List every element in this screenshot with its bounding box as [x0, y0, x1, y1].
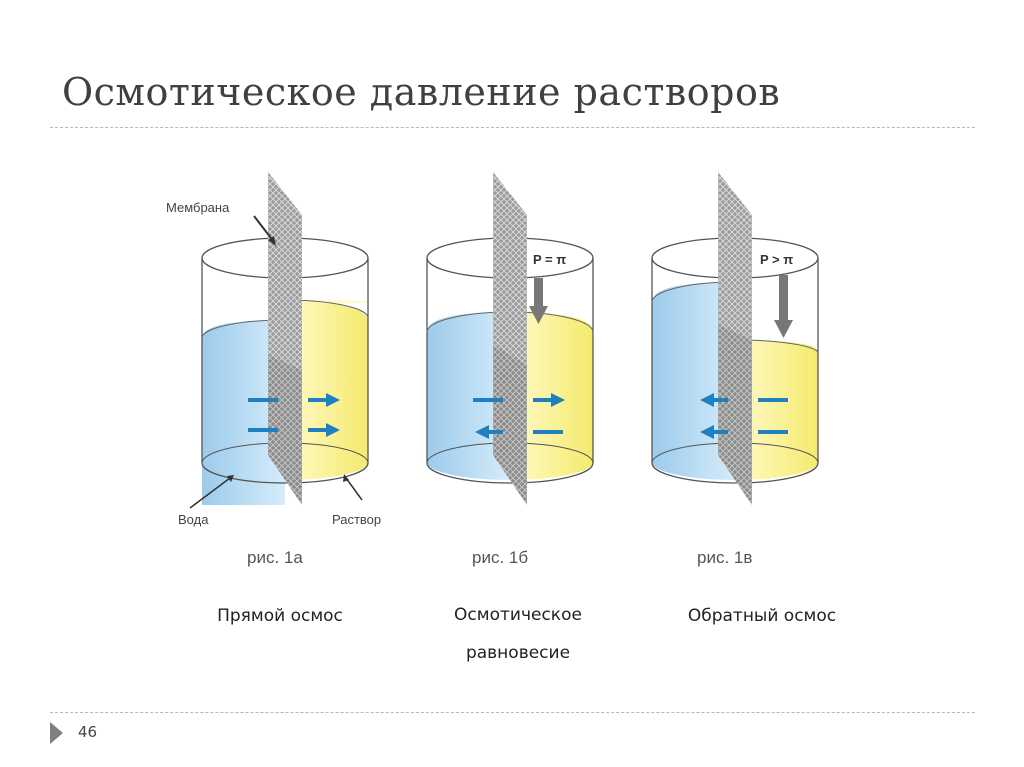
fig-label-b: рис. 1б [472, 548, 528, 567]
pressure-label-c: P > π [760, 252, 793, 267]
page-number: 46 [78, 723, 98, 741]
panel-b: P = π рис. 1б [426, 172, 594, 567]
flow-arrows-b [473, 393, 565, 439]
osmosis-figure: Мембрана Вода Раствор рис. 1а P = π рис [166, 172, 819, 567]
caption-reverse-osmosis: Обратный осмос [687, 606, 837, 626]
water-label: Вода [178, 512, 209, 527]
panel-c: P > π рис. 1в [651, 172, 819, 567]
flow-arrows-a [248, 393, 340, 437]
slide-title: Осмотическое давление растворов [62, 70, 781, 114]
pressure-arrow-b [529, 278, 548, 324]
title-divider [50, 127, 975, 128]
caption-equilibrium-line-2: равновесие [465, 643, 571, 663]
caption-equilibrium-line-1: Осмотическое [454, 605, 582, 625]
fig-label-a: рис. 1а [247, 548, 303, 567]
pressure-arrow-c [774, 275, 793, 338]
caption-equilibrium: Осмотическое равновесие [418, 596, 618, 672]
play-triangle-icon [50, 722, 63, 744]
fig-label-c: рис. 1в [697, 548, 752, 567]
flow-arrows-c [700, 393, 788, 439]
pressure-label-b: P = π [533, 252, 566, 267]
solution-label: Раствор [332, 512, 381, 527]
membrane-label: Мембрана [166, 200, 230, 215]
panel-a: Мембрана Вода Раствор рис. 1а [166, 172, 381, 567]
caption-direct-osmosis: Прямой осмос [217, 606, 343, 626]
footer-divider [50, 712, 975, 713]
